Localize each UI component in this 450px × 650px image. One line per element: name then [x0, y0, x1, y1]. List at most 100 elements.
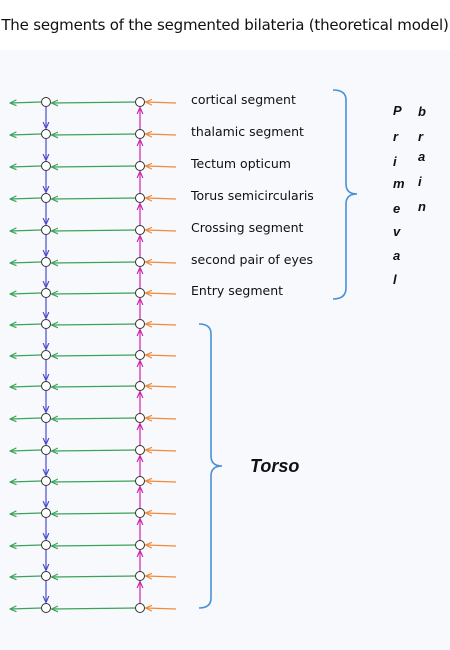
node-left — [41, 161, 51, 171]
segment-label: second pair of eyes — [191, 252, 314, 267]
node-left — [41, 319, 51, 329]
input-arrow — [146, 513, 177, 514]
output-arrow — [10, 608, 42, 609]
title-bar — [0, 0, 450, 50]
torso-label: Torso — [250, 456, 300, 476]
input-arrow — [146, 134, 177, 135]
input-arrow — [146, 418, 177, 419]
input-arrow — [146, 608, 177, 609]
connector-arrow — [52, 230, 136, 231]
primeval-letter: l — [393, 272, 397, 287]
node-right — [135, 319, 145, 329]
connector-arrow — [52, 324, 136, 325]
connector-arrow — [52, 386, 136, 387]
input-arrow — [146, 102, 177, 103]
brain-letter: n — [418, 199, 426, 214]
node-right — [135, 381, 145, 391]
connector-arrow — [52, 166, 136, 167]
node-left — [41, 350, 51, 360]
segment-label: Entry segment — [191, 283, 284, 298]
connector-arrow — [52, 450, 136, 451]
input-arrow — [146, 293, 177, 294]
output-arrow — [10, 324, 42, 325]
brain-letter: b — [418, 104, 426, 119]
output-arrow — [10, 386, 42, 387]
output-arrow — [10, 102, 42, 103]
node-left — [41, 445, 51, 455]
output-arrow — [10, 418, 42, 419]
node-right — [135, 540, 145, 550]
node-left — [41, 476, 51, 486]
input-arrow — [146, 450, 177, 451]
node-right — [135, 129, 145, 139]
brain-letter: r — [418, 129, 424, 144]
brain-letter: i — [418, 174, 422, 189]
node-right — [135, 193, 145, 203]
input-arrow — [146, 481, 177, 482]
node-left — [41, 413, 51, 423]
output-arrow — [10, 513, 42, 514]
node-left — [41, 540, 51, 550]
brain-letter: a — [418, 149, 426, 164]
connector-arrow — [52, 418, 136, 419]
input-arrow — [146, 230, 177, 231]
output-arrow — [10, 230, 42, 231]
connector-arrow — [52, 355, 136, 356]
node-left — [41, 129, 51, 139]
node-right — [135, 508, 145, 518]
node-right — [135, 288, 145, 298]
connector-arrow — [52, 513, 136, 514]
primeval-letter: P — [393, 103, 402, 118]
node-left — [41, 257, 51, 267]
output-arrow — [10, 293, 42, 294]
connector-arrow — [52, 293, 136, 294]
node-left — [41, 193, 51, 203]
input-arrow — [146, 386, 177, 387]
output-arrow — [10, 545, 42, 546]
output-arrow — [10, 450, 42, 451]
node-left — [41, 603, 51, 613]
node-right — [135, 161, 145, 171]
node-right — [135, 603, 145, 613]
primeval-letter: m — [393, 176, 405, 191]
input-arrow — [146, 324, 177, 325]
connector-arrow — [52, 608, 136, 609]
input-arrow — [146, 262, 177, 263]
node-left — [41, 508, 51, 518]
primeval-letter: a — [393, 248, 401, 263]
primeval-letter: i — [393, 154, 397, 169]
node-right — [135, 257, 145, 267]
node-left — [41, 288, 51, 298]
output-arrow — [10, 198, 42, 199]
output-arrow — [10, 481, 42, 482]
segment-label: thalamic segment — [191, 124, 304, 139]
node-left — [41, 381, 51, 391]
connector-arrow — [52, 576, 136, 577]
node-right — [135, 350, 145, 360]
node-right — [135, 445, 145, 455]
input-arrow — [146, 198, 177, 199]
connector-arrow — [52, 198, 136, 199]
node-right — [135, 571, 145, 581]
diagram-title: The segments of the segmented bilateria … — [1, 16, 449, 34]
node-left — [41, 571, 51, 581]
segment-label: Crossing segment — [191, 220, 304, 235]
connector-arrow — [52, 481, 136, 482]
node-right — [135, 413, 145, 423]
connector-arrow — [52, 545, 136, 546]
output-arrow — [10, 262, 42, 263]
node-right — [135, 476, 145, 486]
node-left — [41, 225, 51, 235]
input-arrow — [146, 355, 177, 356]
output-arrow — [10, 576, 42, 577]
segment-label: Torus semicircularis — [191, 188, 314, 203]
output-arrow — [10, 134, 42, 135]
primeval-letter: e — [393, 201, 401, 216]
primeval-letter: v — [393, 224, 401, 239]
primeval-letter: r — [393, 129, 399, 144]
connector-arrow — [52, 102, 136, 103]
connector-arrow — [52, 134, 136, 135]
node-right — [135, 97, 145, 107]
input-arrow — [146, 576, 177, 577]
